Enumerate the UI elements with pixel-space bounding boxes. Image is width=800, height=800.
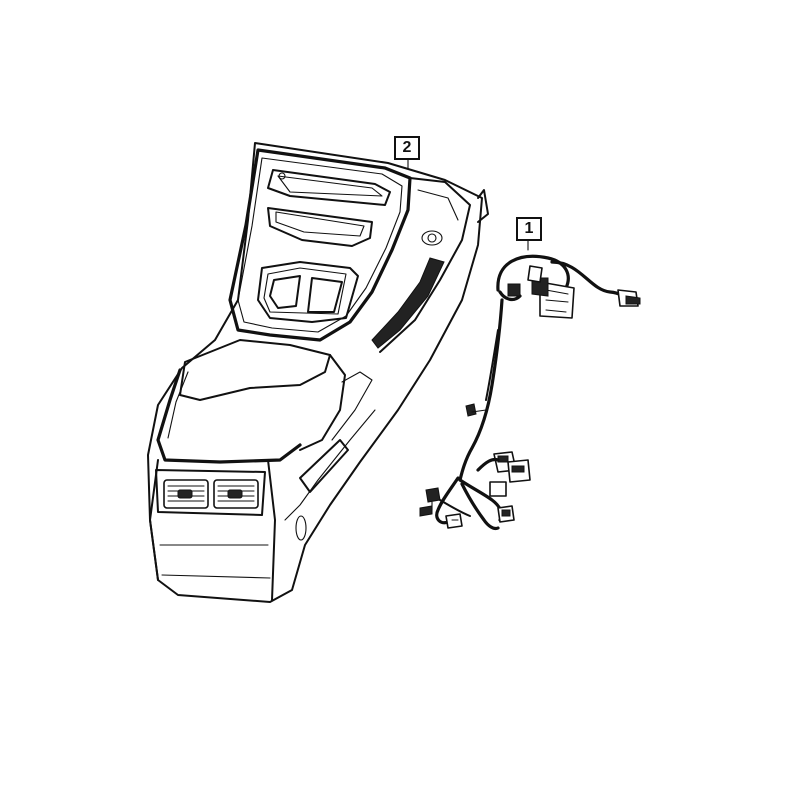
wiring-harness — [419, 254, 641, 531]
rear-air-vents — [163, 479, 259, 509]
callout-2-label: 2 — [394, 136, 420, 160]
callout-1-label: 1 — [516, 217, 542, 241]
center-console — [147, 142, 489, 603]
